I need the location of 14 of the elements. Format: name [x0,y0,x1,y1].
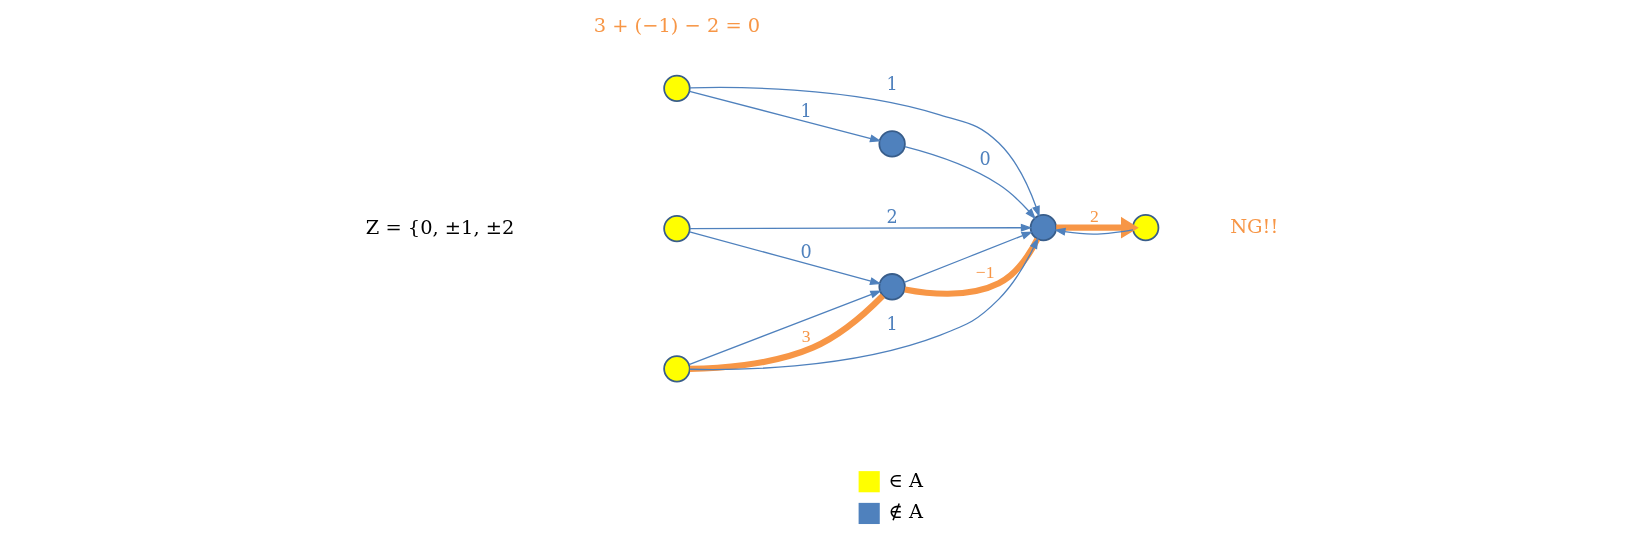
label: Z = {0, ±1, ±2 [365,215,514,239]
legend-label: ∈ A [888,468,923,492]
edge-label: 0 [800,241,812,262]
edge-label: 1 [886,314,898,334]
edge-label: 1 [886,74,898,95]
legend-label: ∉ A [888,500,923,524]
label: NG!! [1229,214,1278,238]
edge-label: 0 [979,149,991,170]
edge-label: 2 [1089,206,1099,227]
edge-label: −1 [975,261,995,282]
edge-label: 3 [801,326,811,347]
label: 3 + (−1) − 2 = 0 [593,14,760,38]
edge-label: 2 [886,207,898,228]
edge-label: 1 [800,100,812,121]
